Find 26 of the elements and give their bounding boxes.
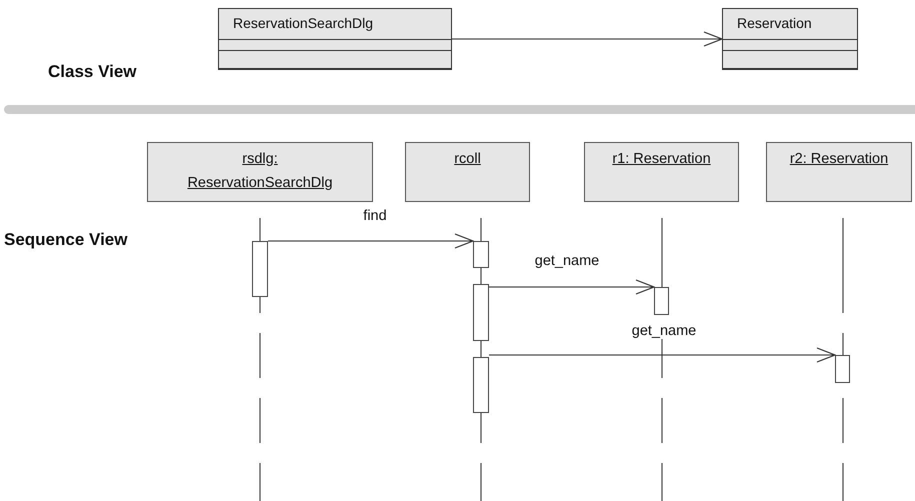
class-box bbox=[722, 8, 858, 70]
activation-bar bbox=[473, 241, 489, 268]
message-arrow bbox=[488, 279, 655, 295]
class-name: Reservation bbox=[723, 9, 857, 40]
object-box bbox=[766, 142, 912, 202]
object-box bbox=[147, 142, 373, 202]
edge-label: get_name bbox=[630, 323, 698, 339]
activation-bar bbox=[473, 284, 489, 341]
class-box bbox=[218, 8, 452, 70]
activation-bar bbox=[835, 355, 850, 383]
object-name: r2: Reservation bbox=[790, 150, 888, 169]
activation-bar bbox=[252, 241, 268, 297]
message-arrow bbox=[268, 233, 474, 249]
object-box bbox=[405, 142, 530, 202]
message-arrow bbox=[488, 347, 836, 363]
message-arrow bbox=[452, 31, 723, 47]
activation-bar bbox=[473, 357, 489, 413]
class-name: ReservationSearchDlg bbox=[219, 9, 451, 40]
edge-label: get_name bbox=[532, 253, 602, 269]
object-name: rcoll bbox=[454, 150, 481, 169]
object-name: rsdlg: ReservationSearchDlg bbox=[186, 150, 334, 193]
view-heading: Sequence View bbox=[4, 230, 128, 250]
activation-bar bbox=[654, 287, 669, 315]
object-box bbox=[584, 142, 739, 202]
object-name: r1: Reservation bbox=[612, 150, 711, 169]
view-heading: Class View bbox=[48, 62, 137, 82]
